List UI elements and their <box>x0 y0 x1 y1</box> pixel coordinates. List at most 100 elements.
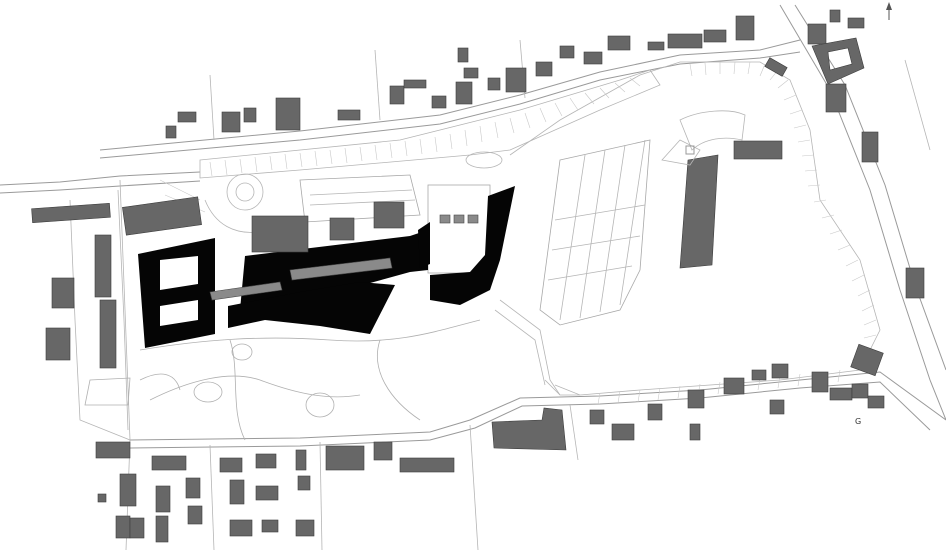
building <box>807 23 827 45</box>
building <box>325 445 365 471</box>
building <box>583 51 603 65</box>
east-parking-aisles <box>547 204 646 281</box>
park-paths <box>84 319 481 441</box>
south-street-2 <box>319 441 323 550</box>
west-road-edge-upper <box>0 171 201 186</box>
building <box>455 81 473 105</box>
proposed-bridge <box>209 281 283 301</box>
east-hatch-ticks <box>689 61 877 363</box>
building <box>119 473 137 507</box>
building <box>115 515 131 539</box>
building <box>851 383 869 399</box>
building <box>95 441 131 459</box>
park-plot <box>84 377 131 406</box>
building <box>703 29 727 43</box>
roundabout-inner <box>235 182 255 202</box>
building <box>329 217 355 241</box>
building <box>251 215 309 253</box>
building <box>607 35 631 51</box>
proposed-building-west <box>138 238 215 348</box>
crescent-outline <box>679 110 746 151</box>
plaza-kiosk-1 <box>439 214 451 224</box>
building <box>535 61 553 77</box>
crescent-marker <box>685 145 695 155</box>
building <box>177 111 197 123</box>
building <box>850 343 884 377</box>
building-long-east <box>679 154 719 269</box>
west-strip-edge-2 <box>117 189 129 431</box>
west-strip-edge <box>69 199 131 441</box>
existing-buildings <box>31 9 925 543</box>
north-street-1 <box>209 74 215 141</box>
south-street-4 <box>569 404 579 461</box>
building <box>505 67 527 93</box>
building <box>275 97 301 131</box>
proposed-building-east-arm <box>430 186 515 305</box>
embankment-hatching <box>159 61 881 405</box>
building <box>337 109 361 121</box>
plaza-kiosk-3 <box>467 214 479 224</box>
park-path-4 <box>377 339 421 421</box>
building <box>99 299 117 369</box>
south-road-edge-upper <box>129 371 946 441</box>
proposed-building-central-south <box>228 282 395 334</box>
roundabout <box>204 173 264 233</box>
building <box>255 485 279 501</box>
crescent-structure <box>661 110 746 166</box>
building <box>243 107 257 123</box>
park-path-5 <box>139 373 181 391</box>
building <box>751 369 767 381</box>
building <box>45 327 71 361</box>
building <box>735 15 755 41</box>
proposed-roof-strip <box>289 257 393 281</box>
north-oval <box>465 151 503 169</box>
building <box>723 377 745 395</box>
building <box>229 479 245 505</box>
building <box>399 457 455 473</box>
building <box>221 111 241 133</box>
building <box>373 201 405 229</box>
building <box>867 395 885 409</box>
south-east-hatch-ticks <box>597 369 841 405</box>
site-inner-edge-2 <box>494 309 546 386</box>
building <box>122 196 202 236</box>
north-street-4 <box>904 59 931 151</box>
building <box>647 41 665 51</box>
building <box>403 79 427 89</box>
building <box>255 453 277 469</box>
building <box>764 57 788 77</box>
building <box>687 389 705 409</box>
building <box>187 505 203 525</box>
building <box>97 493 107 503</box>
building <box>589 409 605 425</box>
plot-label: G <box>855 417 861 426</box>
building <box>847 17 865 29</box>
building <box>129 517 145 539</box>
north-road-edge-lower <box>99 51 801 159</box>
plaza-kiosk-2 <box>453 214 465 224</box>
building <box>861 131 879 163</box>
park-path-1 <box>139 319 481 351</box>
north-embankment-outline <box>199 69 661 179</box>
building <box>829 387 853 401</box>
building <box>811 37 865 85</box>
roundabout-outer <box>226 173 264 211</box>
building <box>733 140 783 160</box>
east-parking-rows <box>559 139 646 321</box>
building <box>647 403 663 421</box>
building <box>297 475 311 491</box>
east-embankment-outline <box>509 61 881 396</box>
proposed-buildings <box>138 186 515 348</box>
building <box>151 455 187 471</box>
north-road-edge-upper <box>99 39 801 151</box>
building <box>431 95 447 109</box>
building <box>229 519 253 537</box>
building <box>689 423 701 441</box>
building <box>905 267 925 299</box>
building <box>825 83 847 113</box>
east-parking-lot <box>539 139 651 326</box>
proposed-connector <box>418 222 430 268</box>
building <box>829 9 841 23</box>
south-road-edge-lower <box>129 381 931 449</box>
building <box>31 202 111 224</box>
